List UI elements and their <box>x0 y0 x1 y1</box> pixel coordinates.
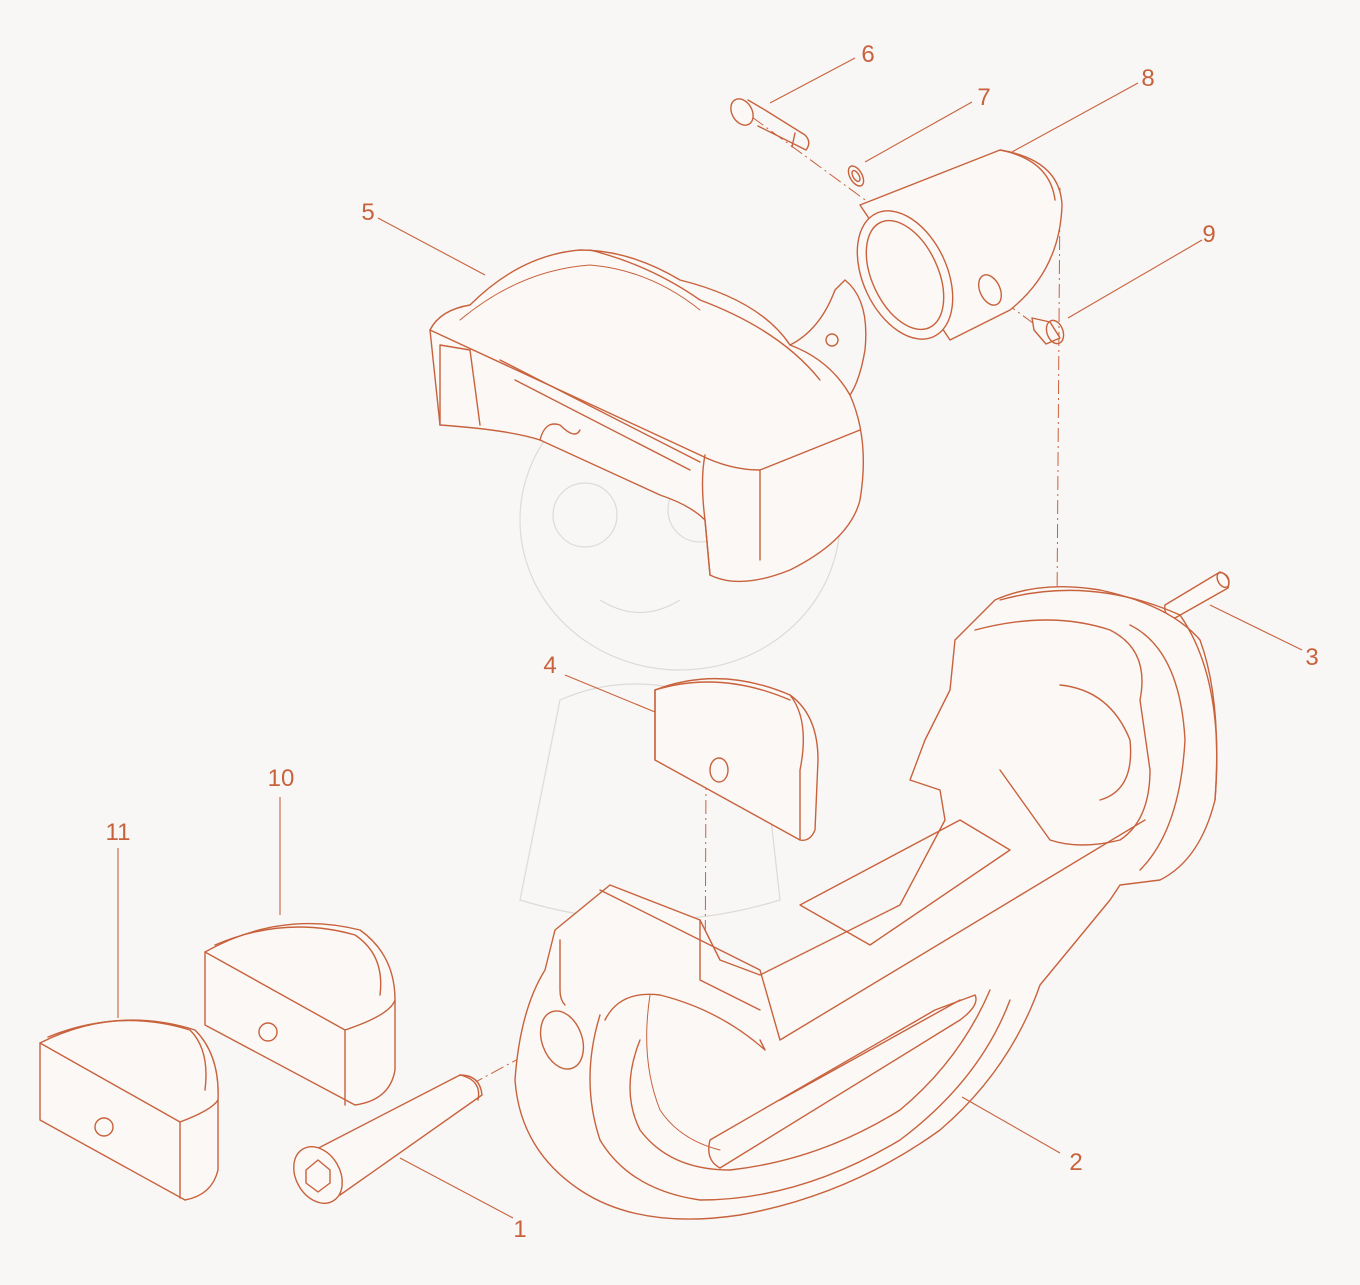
callout-5: 5 <box>361 199 374 226</box>
part-6-small-bolt <box>730 98 810 151</box>
part-11-jaw-block <box>39 1019 219 1201</box>
callout-3: 3 <box>1305 644 1318 671</box>
part-5-top-housing <box>429 249 867 583</box>
callout-8: 8 <box>1141 65 1154 92</box>
callout-2: 2 <box>1069 1149 1082 1176</box>
callout-1: 1 <box>513 1216 526 1243</box>
part-7-washer <box>847 165 865 187</box>
part-9-set-screw <box>1031 317 1065 345</box>
callout-4: 4 <box>543 652 556 679</box>
callout-7: 7 <box>977 84 990 111</box>
part-4-jaw-insert <box>654 678 819 841</box>
callout-11: 11 <box>106 819 131 846</box>
part-2-main-frame <box>514 585 1218 1220</box>
part-10-jaw-block <box>204 922 396 1106</box>
leader-lines <box>117 57 1303 1219</box>
part-1-cap-screw <box>293 1074 483 1204</box>
part-3-pin <box>1164 571 1230 619</box>
callout-9: 9 <box>1202 221 1215 248</box>
callout-10: 10 <box>268 765 295 792</box>
part-8-sleeve <box>856 149 1063 341</box>
callout-6: 6 <box>861 41 874 68</box>
callout-labels: 1 2 3 4 5 6 7 8 9 10 11 <box>106 41 1319 1243</box>
